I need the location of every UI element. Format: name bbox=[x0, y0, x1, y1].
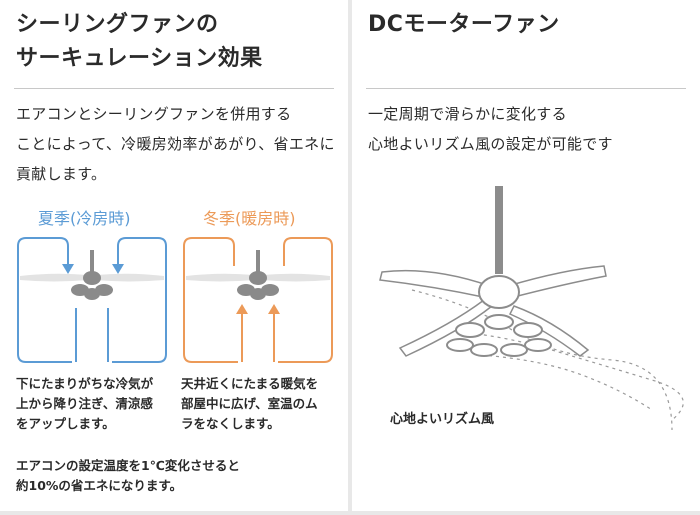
circulation-heading: シーリングファンの サーキュレーション効果 bbox=[16, 12, 263, 71]
summer-caption: 下にたまりがちな冷気が 上から降り注ぎ、清涼感 をアップします。 bbox=[16, 376, 154, 431]
ceiling-fan-illustration bbox=[379, 186, 684, 431]
heading-divider bbox=[366, 88, 686, 89]
rhythm-wind-lines bbox=[411, 289, 684, 431]
light-fixtures bbox=[446, 314, 552, 357]
dc-motor-intro: 一定周期で滑らかに変化する 心地よいリズム風の設定が可能です bbox=[368, 105, 613, 153]
winter-circulation-diagram bbox=[183, 237, 333, 363]
blade-icon bbox=[379, 269, 491, 299]
summer-circulation-diagram bbox=[17, 237, 167, 363]
motor-housing bbox=[478, 275, 520, 309]
summer-label: 夏季(冷房時) bbox=[38, 209, 131, 228]
downrod bbox=[495, 186, 503, 274]
rhythm-wind-label: 心地よいリズム風 bbox=[390, 412, 495, 427]
fan-icon bbox=[186, 250, 330, 300]
winter-label: 冬季(暖房時) bbox=[203, 209, 296, 228]
blade-icon bbox=[507, 265, 607, 299]
dc-motor-heading: DCモーターファン bbox=[368, 12, 560, 37]
energy-saving-note: エアコンの設定温度を1℃変化させると 約10%の省エネになります。 bbox=[16, 458, 240, 493]
winter-caption: 天井近くにたまる暖気を 部屋中に広げ、室温のム ラをなくします。 bbox=[181, 376, 319, 431]
dc-motor-panel: DCモーターファン 一定周期で滑らかに変化する 心地よいリズム風の設定が可能です bbox=[352, 0, 700, 511]
circulation-panel: シーリングファンの サーキュレーション効果 エアコンとシーリングファンを併用する… bbox=[0, 0, 348, 511]
heading-divider bbox=[14, 88, 334, 89]
circulation-intro: エアコンとシーリングファンを併用する ことによって、冷暖房効率があがり、省エネに… bbox=[16, 105, 335, 183]
fan-icon bbox=[20, 250, 164, 300]
